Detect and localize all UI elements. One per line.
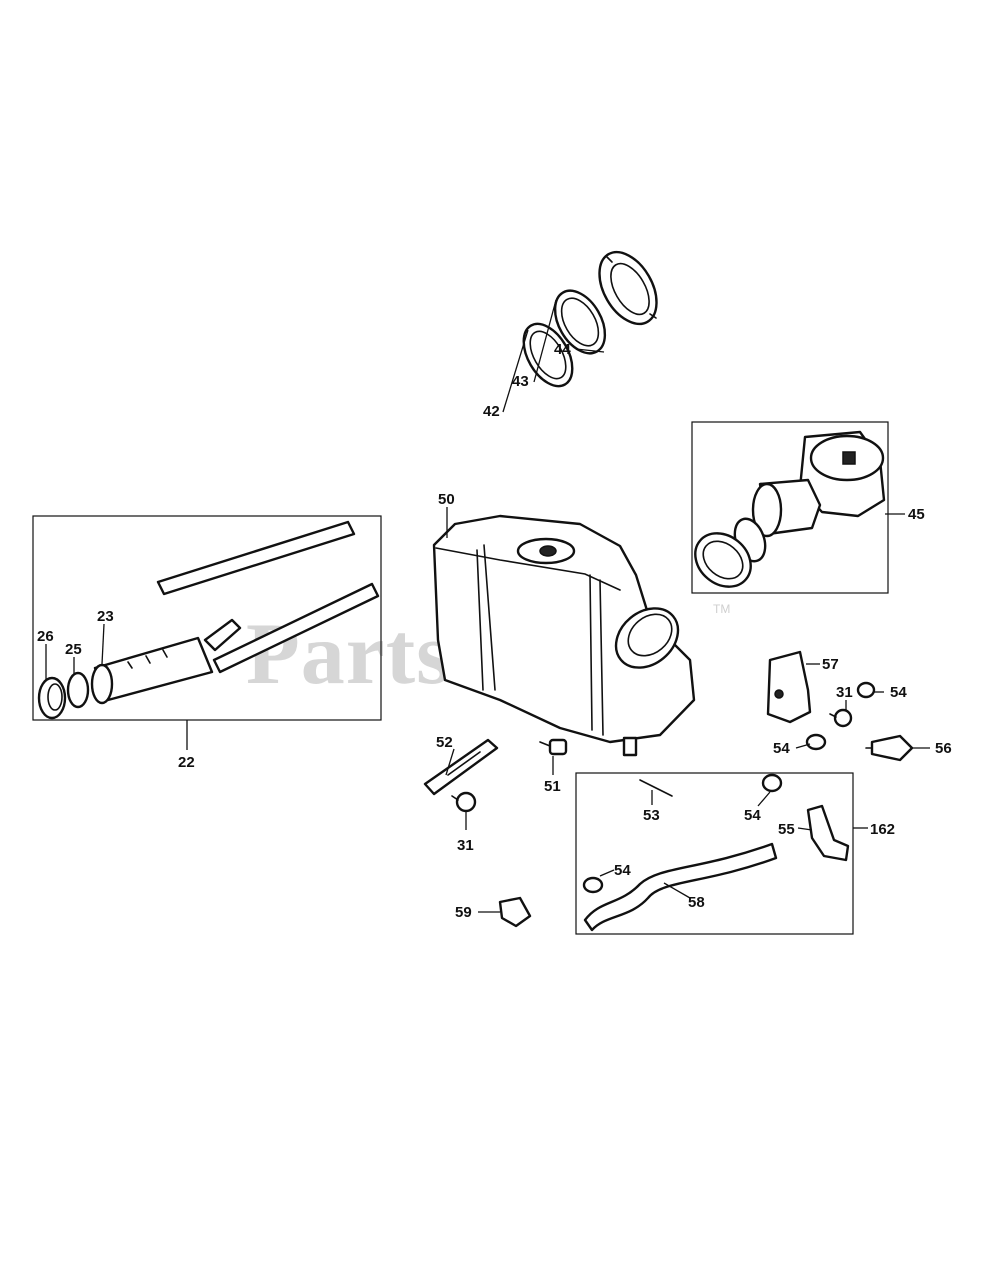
part-42-gasket[interactable] xyxy=(514,316,583,395)
callout-51: 51 xyxy=(544,778,561,795)
callout-22: 22 xyxy=(178,754,195,771)
callout-53: 53 xyxy=(643,807,660,824)
part-31-screw[interactable] xyxy=(829,708,853,728)
callout-57: 57 xyxy=(822,656,839,673)
callout-55: 55 xyxy=(778,821,795,838)
callout-54: 54 xyxy=(773,740,790,757)
assembly-22-box xyxy=(32,515,382,721)
callout-45: 45 xyxy=(908,506,925,523)
callout-23: 23 xyxy=(97,608,114,625)
callout-42: 42 xyxy=(483,403,500,420)
callout-58: 58 xyxy=(688,894,705,911)
callout-54: 54 xyxy=(890,684,907,701)
callout-labels: 44 43 42 45 50 26 25 23 22 57 31 54 54 5… xyxy=(37,341,952,921)
callout-43: 43 xyxy=(512,373,529,390)
callout-31: 31 xyxy=(836,684,853,701)
part-57-bracket[interactable] xyxy=(766,650,812,724)
callout-25: 25 xyxy=(65,641,82,658)
part-51-bolt[interactable] xyxy=(539,738,568,756)
callout-59: 59 xyxy=(455,904,472,921)
part-54-clamp[interactable] xyxy=(761,773,783,793)
part-53-pin[interactable] xyxy=(639,779,673,797)
callout-56: 56 xyxy=(935,740,952,757)
part-55-elbow-fitting[interactable] xyxy=(806,804,850,862)
part-25-seal[interactable] xyxy=(66,671,90,709)
callout-54: 54 xyxy=(614,862,631,879)
part-45-fuel-cap-assembly[interactable] xyxy=(685,430,886,598)
part-26-grommet[interactable] xyxy=(37,676,67,720)
callout-50: 50 xyxy=(438,491,455,508)
callout-52: 52 xyxy=(436,734,453,751)
part-54-clamp[interactable] xyxy=(805,733,827,751)
part-56-shutoff-valve[interactable] xyxy=(865,734,914,762)
part-54-clamp[interactable] xyxy=(582,876,604,894)
assembly-45-box xyxy=(691,421,889,594)
callout-26: 26 xyxy=(37,628,54,645)
part-59-clip[interactable] xyxy=(498,896,532,928)
callout-44: 44 xyxy=(554,341,571,358)
callout-54: 54 xyxy=(744,807,761,824)
part-50-fuel-tank[interactable] xyxy=(432,514,696,757)
callout-31: 31 xyxy=(457,837,474,854)
callout-162: 162 xyxy=(870,821,895,838)
leader-lines xyxy=(45,299,930,913)
watermark-trademark: TM xyxy=(713,602,730,616)
part-54-clamp[interactable] xyxy=(856,681,876,699)
part-58-fuel-line[interactable] xyxy=(583,842,778,932)
part-52-strap[interactable] xyxy=(423,738,499,796)
part-44-ring-nut[interactable] xyxy=(588,242,669,334)
assembly-162-box xyxy=(575,772,854,935)
part-22-fuel-filter-assembly[interactable] xyxy=(90,520,380,705)
part-31-screw[interactable] xyxy=(451,791,477,813)
